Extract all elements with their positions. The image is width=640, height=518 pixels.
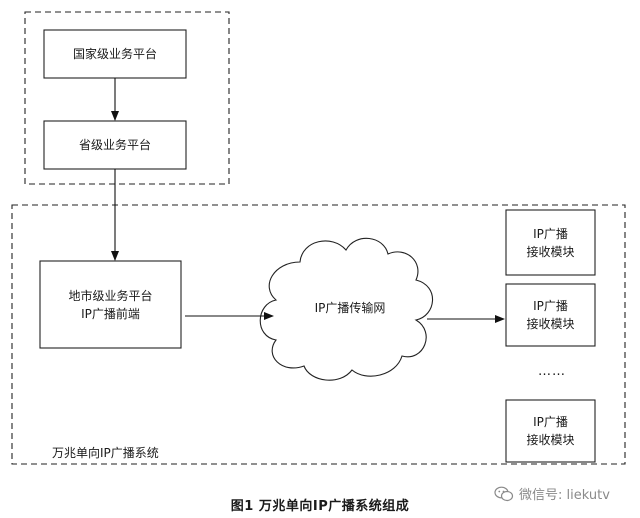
watermark: 微信号: liekutv	[494, 484, 610, 503]
wechat-icon	[494, 486, 514, 501]
receiver-label-2: IP广播 接收模块	[526, 299, 575, 331]
watermark-text: 微信号: liekutv	[519, 488, 610, 503]
receiver-label-1: IP广播 接收模块	[526, 226, 575, 259]
upper-platform-group	[24, 11, 230, 185]
receiver-box-1	[505, 209, 596, 276]
receiver-label-3: IP广播 接收模块	[526, 415, 575, 447]
ip-broadcast-system-group	[11, 204, 626, 465]
national-platform-box	[43, 29, 187, 79]
provincial-platform-label: 省级业务平台	[78, 138, 151, 152]
local-frontend-box	[39, 260, 182, 349]
figure-caption: 图1 万兆单向IP广播系统组成	[230, 499, 410, 514]
more-receivers-ellipsis: ……	[538, 364, 566, 379]
network-label: IP广播传输网	[314, 301, 386, 315]
system-label: 万兆单向IP广播系统	[52, 446, 159, 460]
local-frontend-label: 地市级业务平台 IP广播前端	[68, 288, 153, 321]
receiver-box-2	[505, 283, 596, 347]
national-platform-label: 国家级业务平台	[72, 47, 157, 61]
network-cloud	[259, 237, 434, 381]
receiver-box-3	[505, 399, 596, 463]
